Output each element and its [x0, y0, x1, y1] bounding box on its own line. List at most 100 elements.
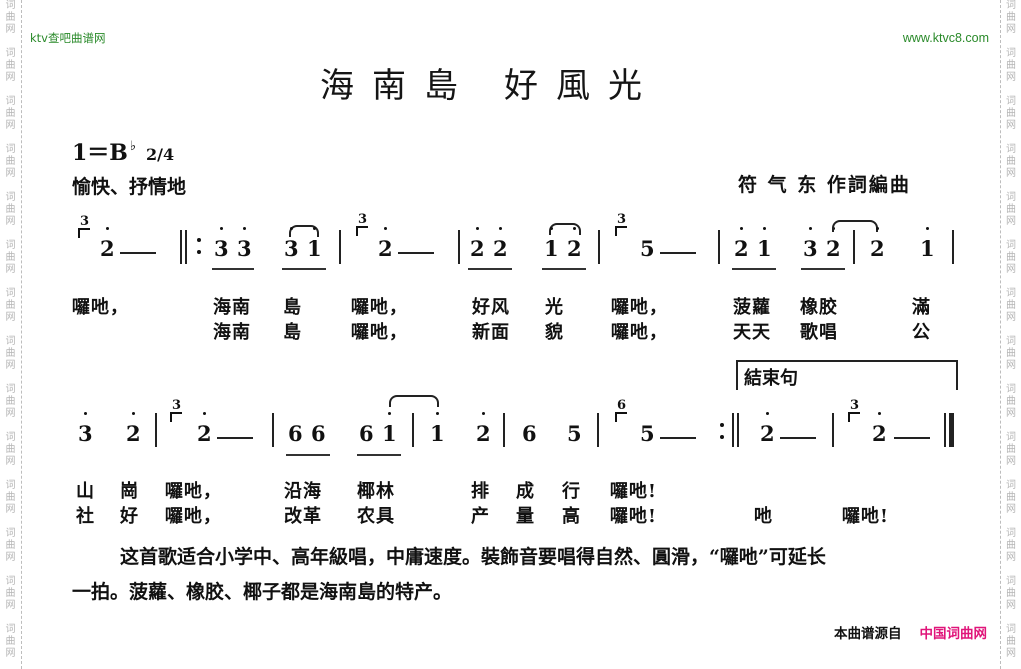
slur	[549, 223, 581, 235]
lyric: 改革	[284, 506, 322, 527]
note: 2	[197, 412, 212, 446]
barline	[272, 413, 274, 447]
lyric: 成	[516, 481, 535, 502]
lyric: 吔	[754, 506, 773, 527]
watermark-char: 词	[5, 576, 16, 587]
lyric: 公	[912, 322, 931, 343]
grace-note: 3	[615, 212, 627, 236]
lyric: 海南	[213, 297, 251, 318]
watermark-char: 词	[1006, 0, 1016, 11]
watermark-char: 曲	[5, 492, 16, 503]
hold-dash	[398, 252, 434, 254]
source-brand-link[interactable]: 中国词曲网	[919, 626, 988, 642]
lyric: 崗	[120, 481, 139, 502]
watermark-char: 网	[5, 120, 16, 131]
lyric: 囉吔，	[165, 506, 222, 527]
watermark-char: 曲	[1006, 156, 1016, 167]
ending-bracket: 結束句	[736, 360, 958, 390]
performance-note-line-1: 这首歌适合小学中、高年級唱，中庸速度。裝飾音要唱得自然、圓滑，“囉吔”可延长	[120, 546, 826, 568]
watermark-char: 曲	[5, 300, 16, 311]
performance-note-line-2: 一拍。菠蘿、橡胶、椰子都是海南島的特产。	[72, 581, 453, 603]
final-barline-thick	[949, 413, 954, 447]
barline	[952, 230, 954, 264]
barline	[458, 230, 460, 264]
note: 5	[640, 236, 655, 261]
barline	[718, 230, 720, 264]
watermark-char: 词	[5, 0, 16, 11]
watermark-char: 词	[5, 96, 16, 107]
note: 2	[826, 227, 841, 261]
lyric: 滿	[912, 297, 931, 318]
lyric: 橡胶	[800, 297, 838, 318]
watermark-char: 曲	[5, 396, 16, 407]
barline	[597, 413, 599, 447]
note: 3	[237, 227, 252, 261]
left-watermark-strip: 词曲网词曲网词曲网词曲网词曲网词曲网词曲网词曲网词曲网词曲网词曲网词曲网词曲网词…	[0, 0, 22, 669]
watermark-char: 词	[1006, 384, 1016, 395]
beam-underline	[732, 268, 776, 270]
watermark-char: 网	[5, 24, 16, 35]
watermark-char: 网	[5, 72, 16, 83]
slur	[832, 220, 878, 232]
note: 5	[567, 421, 582, 446]
watermark-char: 词	[5, 432, 16, 443]
lyric: 光	[545, 297, 564, 318]
watermark-char: 网	[1006, 456, 1016, 467]
watermark-char: 曲	[1006, 12, 1016, 23]
watermark-char: 曲	[5, 12, 16, 23]
barline	[832, 413, 834, 447]
watermark-char: 曲	[1006, 588, 1016, 599]
watermark-char: 网	[1006, 120, 1016, 131]
notation-line-2: 3 2 3 2 6 6 6 1 1 2 6 5 6 5 2 3 2	[0, 395, 1021, 465]
watermark-char: 网	[5, 216, 16, 227]
watermark-char: 词	[1006, 96, 1016, 107]
lyric: 新面	[472, 322, 510, 343]
note: 6	[359, 421, 374, 446]
note: 3	[803, 227, 818, 261]
watermark-char: 曲	[1006, 204, 1016, 215]
beam-underline	[468, 268, 512, 270]
lyric: 天天	[733, 322, 771, 343]
watermark-char: 网	[1006, 648, 1016, 659]
source-label: 本曲谱源自	[834, 626, 902, 642]
hold-dash	[660, 252, 696, 254]
note: 3	[214, 227, 229, 261]
note: 2	[476, 412, 491, 446]
barline	[853, 230, 855, 264]
time-signature: 2/4	[146, 145, 175, 164]
note: 6	[311, 421, 326, 446]
watermark-char: 词	[1006, 192, 1016, 203]
watermark-char: 词	[5, 48, 16, 59]
beam-underline	[542, 268, 586, 270]
key-signature: 1＝B♭2/4	[72, 135, 174, 167]
watermark-char: 网	[1006, 168, 1016, 179]
beam-underline	[282, 268, 326, 270]
lyric: 农具	[357, 506, 395, 527]
watermark-char: 网	[1006, 312, 1016, 323]
song-title: 海南島好風光	[320, 58, 720, 107]
note: 2	[100, 227, 115, 261]
note: 3	[284, 227, 299, 261]
beam-underline	[286, 454, 330, 456]
lyric: 囉吔，	[611, 322, 668, 343]
watermark-char: 词	[5, 288, 16, 299]
lyric: 行	[562, 481, 581, 502]
lyric: 排	[471, 481, 490, 502]
watermark-char: 网	[5, 360, 16, 371]
right-watermark-strip: 词曲网词曲网词曲网词曲网词曲网词曲网词曲网词曲网词曲网词曲网词曲网词曲网词曲网词…	[1000, 0, 1021, 669]
site-name-left: ktv查吧曲谱网	[30, 31, 106, 45]
composer-credit: 符 气 东 作詞編曲	[738, 174, 911, 196]
watermark-char: 曲	[1006, 60, 1016, 71]
watermark-char: 网	[1006, 72, 1016, 83]
watermark-char: 曲	[1006, 636, 1016, 647]
watermark-char: 词	[5, 624, 16, 635]
watermark-char: 网	[5, 312, 16, 323]
grace-note: 3	[848, 398, 860, 422]
lyric: 好	[120, 506, 139, 527]
watermark-char: 网	[5, 408, 16, 419]
watermark-char: 词	[5, 144, 16, 155]
lyric: 菠蘿	[733, 297, 771, 318]
barline	[732, 413, 734, 447]
note: 2	[872, 412, 887, 446]
key-text: 1＝B	[72, 140, 128, 166]
